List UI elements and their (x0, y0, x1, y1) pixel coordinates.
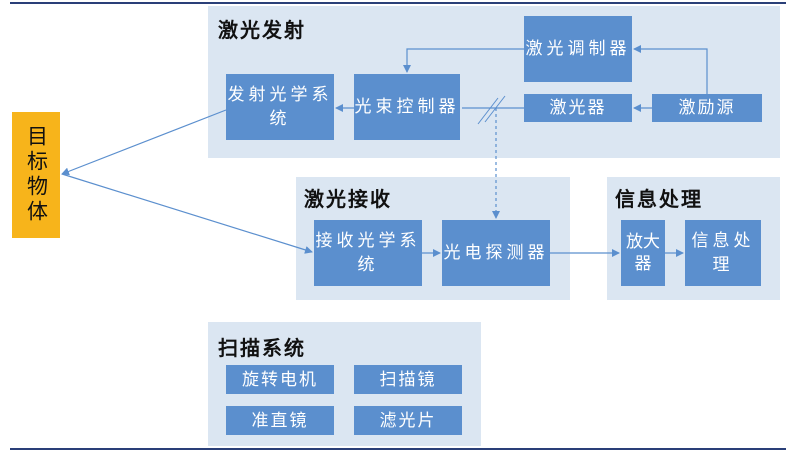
laser-label: 激光器 (549, 98, 607, 118)
modulator-box: 激光调制器 (524, 16, 632, 82)
top-rule (10, 2, 786, 4)
recv-optics-label: 接收光学系统 (315, 231, 421, 275)
group-title-scan: 扫描系统 (218, 336, 306, 360)
bottom-rule (10, 448, 786, 450)
recv-optics-box: 接收光学系统 (314, 220, 422, 286)
exciter-box: 激励源 (652, 94, 762, 122)
target-object: 目标物体 (12, 112, 60, 238)
group-title-emit: 激光发射 (218, 18, 306, 42)
beam-control-label: 光束控制器 (354, 97, 460, 117)
amplifier-label: 放大器 (626, 232, 660, 274)
detector-box: 光电探测器 (442, 220, 550, 286)
group-title-receive: 激光接收 (304, 187, 392, 211)
arrow-emit-to-target (61, 109, 227, 176)
emit-optics-label: 发射光学系统 (227, 85, 333, 129)
filter-box: 滤光片 (354, 406, 462, 435)
collimator-box: 准直镜 (226, 406, 334, 435)
info-process-label: 信息处理 (691, 231, 755, 275)
rotary-motor-label: 旋转电机 (242, 369, 318, 390)
beam-control-box: 光束控制器 (354, 74, 460, 140)
amplifier-box: 放大器 (621, 220, 665, 286)
rotary-motor-box: 旋转电机 (226, 365, 334, 394)
filter-label: 滤光片 (379, 410, 437, 431)
collimator-label: 准直镜 (251, 410, 309, 431)
arrow-target-to-recv (61, 173, 313, 254)
modulator-label: 激光调制器 (525, 39, 631, 59)
laser-box: 激光器 (524, 94, 632, 122)
group-title-process: 信息处理 (615, 187, 703, 211)
detector-label: 光电探测器 (443, 243, 549, 263)
scan-mirror-box: 扫描镜 (354, 365, 462, 394)
exciter-label: 激励源 (678, 98, 736, 118)
emit-optics-box: 发射光学系统 (226, 74, 334, 140)
info-process-box: 信息处理 (685, 220, 761, 286)
scan-mirror-label: 扫描镜 (379, 369, 437, 390)
